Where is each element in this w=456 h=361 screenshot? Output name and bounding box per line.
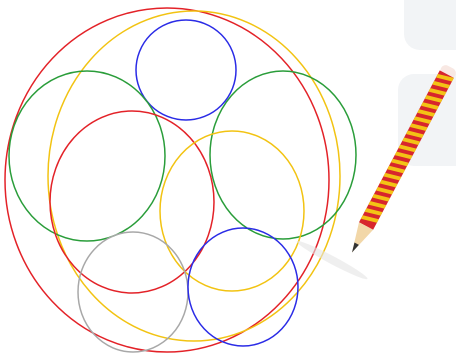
middle-red-circle [50,111,214,293]
top-blue-circle [136,20,236,120]
left-green-circle [9,71,165,241]
bottom-gray-circle [78,232,188,352]
pencil-lead-tip [350,243,359,254]
pencil-stripes [361,70,454,226]
middle-yellow-circle [160,131,304,291]
outer-red-circle [5,8,329,352]
bottom-blue-circle [188,228,298,346]
pencil-icon [295,42,456,283]
